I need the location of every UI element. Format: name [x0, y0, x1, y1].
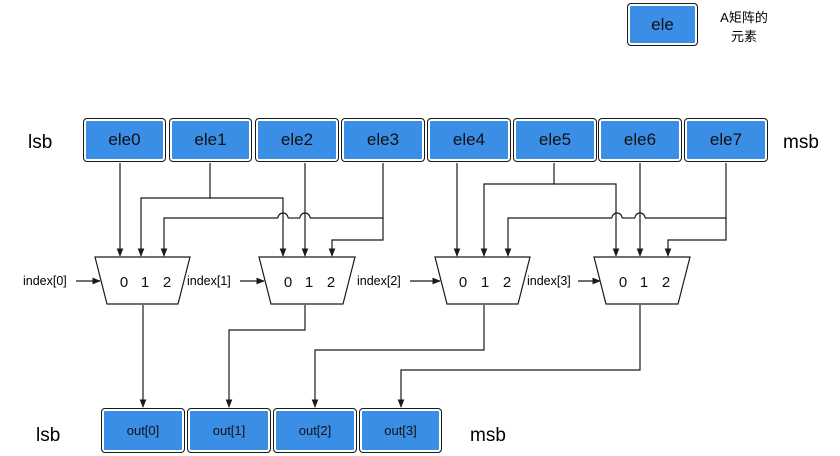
- output-msb-label: msb: [470, 425, 506, 446]
- output-cell-label: out[0]: [126, 423, 160, 438]
- input-cell-ele4: ele4: [427, 118, 511, 162]
- input-cell-label: ele7: [709, 130, 743, 149]
- input-cell-ele3: ele3: [341, 118, 425, 162]
- input-cell-ele6: ele6: [598, 118, 682, 162]
- wire-crossover-hop-a2: [277, 212, 289, 219]
- output-cell-out0: out[0]: [101, 408, 185, 453]
- mux0-body: [94, 256, 191, 305]
- mux1-select-label: index[1]: [187, 274, 231, 288]
- legend-description: A矩阵的 元素: [712, 8, 776, 46]
- wire-ele1-mux0-in1-mux1-in0: [137, 163, 211, 257]
- output-cell-label: out[3]: [384, 423, 417, 438]
- wire-ele1-to-mux1-in0: [210, 197, 287, 257]
- wire-mux1-out1: [225, 305, 306, 408]
- input-cell-label: ele4: [452, 130, 486, 149]
- input-cell-label: ele3: [366, 130, 400, 149]
- output-cell-out1: out[1]: [187, 408, 271, 453]
- mux2-input-1: 1: [481, 274, 489, 291]
- wire-mux3-out3: [397, 305, 641, 408]
- input-cell-ele2: ele2: [255, 118, 339, 162]
- mux0-input-0: 0: [120, 274, 128, 291]
- mux3-input-0: 0: [619, 274, 627, 291]
- input-cell-ele1: ele1: [169, 118, 252, 162]
- wire-crossover-hop-b: [634, 212, 646, 219]
- wire-ele5-mux2-in1: [480, 163, 555, 257]
- wire-crossover-hop-a: [299, 212, 311, 219]
- input-cell-ele0: ele0: [83, 118, 166, 162]
- mux0-select-label: index[0]: [23, 274, 67, 288]
- mux3-input-2: 2: [662, 274, 670, 291]
- mux1-input-2: 2: [327, 274, 335, 291]
- output-cell-label: out[2]: [298, 423, 332, 438]
- mux3-input-1: 1: [640, 274, 648, 291]
- input-cell-ele5: ele5: [513, 118, 597, 162]
- input-cell-ele7: ele7: [684, 118, 768, 162]
- mux0-input-1: 1: [141, 274, 149, 291]
- wire-ele5-mux3-in0: [554, 183, 620, 257]
- mux3-select-label: index[3]: [527, 274, 571, 288]
- mux1-body: [258, 256, 356, 305]
- input-cell-label: ele6: [623, 130, 657, 149]
- input-cell-label: ele1: [194, 130, 227, 149]
- input-lsb-label: lsb: [28, 132, 53, 153]
- wire-crossover-hop-b2: [611, 212, 623, 219]
- wire-mux2-out2: [311, 305, 485, 408]
- wire-ele7-mux2-in2: [645, 163, 727, 219]
- mux1-input-1: 1: [305, 274, 313, 291]
- input-cell-label: ele0: [108, 130, 141, 149]
- mux2-select-label: index[2]: [357, 274, 401, 288]
- output-cell-label: out[1]: [212, 423, 246, 438]
- input-cell-label: ele2: [280, 130, 314, 149]
- wire-ele3-mux1-in2: [328, 218, 384, 257]
- input-msb-label: msb: [783, 132, 819, 153]
- wire-ele3-mux0-in2: [310, 163, 384, 219]
- mux2-input-0: 0: [459, 274, 467, 291]
- mux2-body: [434, 256, 531, 305]
- wire-ele7-mux3-in2: [664, 218, 727, 257]
- legend-ele-box: ele: [627, 3, 698, 46]
- mux1-input-0: 0: [284, 274, 292, 291]
- legend-description-line2: 元素: [730, 29, 757, 44]
- legend-description-line1: A矩阵的: [720, 10, 768, 25]
- mux3-body: [593, 256, 691, 305]
- output-cell-out2: out[2]: [273, 408, 357, 453]
- input-cell-label: ele5: [538, 130, 572, 149]
- mux2-input-2: 2: [503, 274, 511, 291]
- output-cell-out3: out[3]: [359, 408, 442, 453]
- legend-ele-label: ele: [651, 14, 674, 34]
- output-lsb-label: lsb: [36, 425, 61, 446]
- mux0-input-2: 2: [163, 274, 171, 291]
